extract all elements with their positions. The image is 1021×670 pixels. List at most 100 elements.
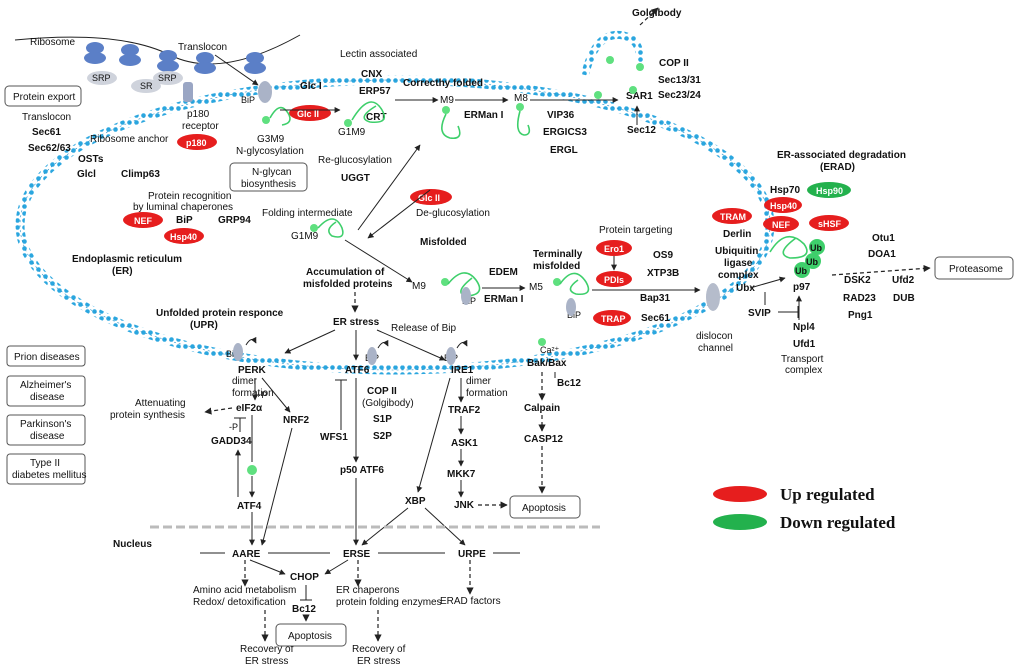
trap-oval: [593, 310, 631, 326]
regulation-ovals: p180 Glc II Glc II NEF Hsp40 Ero1 PDIs T…: [123, 105, 851, 326]
folding-enzymes-label: protein folding enzymes: [336, 597, 442, 608]
cnx-label: CNX: [361, 69, 382, 80]
bc12-bottom-label: Bc12: [292, 604, 316, 615]
legend-down-swatch: [713, 514, 767, 530]
perk-label: PERK: [238, 365, 267, 376]
derlin-label: Derlin: [723, 229, 751, 240]
s1p-label: S1P: [373, 414, 392, 425]
hsp90-oval: [807, 182, 851, 198]
protein-recognition-label-1: Protein recognition: [148, 191, 231, 202]
ribosome-anchor-label: Ribosome anchor: [90, 134, 169, 145]
n-glycan-box: [229, 162, 308, 192]
cop-ii-top-label: COP II: [659, 58, 689, 69]
rad23-label: RAD23: [843, 293, 876, 304]
tram-label: TRAM: [720, 212, 746, 222]
shsf-oval: [809, 215, 849, 231]
perk-dot: [247, 465, 257, 475]
m5-label: M5: [529, 282, 543, 293]
redox-label: Redox/ detoxification: [193, 597, 286, 608]
ubx-arrow: [749, 276, 786, 289]
stress-to-ire1-arrow: [376, 329, 446, 361]
translocon-label: Translocon: [22, 112, 71, 123]
calpain-label: Calpain: [524, 403, 560, 414]
sar1-label: SAR1: [626, 91, 653, 102]
urpe-label: URPE: [458, 549, 486, 560]
accumulation-label-1: Accumulation of: [306, 267, 385, 278]
stress-to-perk-arrow: [284, 329, 336, 354]
ubx-label: Ubx: [736, 283, 755, 294]
protein-icon-erad: [769, 235, 808, 259]
sr-oval: [131, 79, 161, 93]
diabetes-label-1: Type II: [30, 458, 60, 469]
legend-up-label: Up regulated: [780, 485, 875, 504]
chop-label: CHOP: [290, 572, 319, 583]
apoptosis-right-box: [509, 495, 581, 519]
s2p-label: S2P: [373, 431, 392, 442]
climp63-label: Climp63: [121, 169, 160, 180]
glci-label: Glcl: [77, 169, 96, 180]
hsp40-left-oval: [164, 228, 204, 244]
reglucosylation-arrow: [357, 144, 421, 231]
edem-label: EDEM: [489, 267, 518, 278]
bip-release-atf6: [377, 339, 389, 349]
alzheimers-label-2: disease: [30, 392, 65, 403]
er-stress-label: ER stress: [333, 317, 380, 328]
protein-icon-g3m9: [269, 106, 291, 126]
ubiquitin-label-1: Ubiquitin: [715, 246, 758, 257]
formation-label-1: formation: [232, 388, 274, 399]
nrf2-label: NRF2: [283, 415, 310, 426]
terminally-misfolded-label-1: Terminally: [533, 249, 583, 260]
sec2324-label: Sec23/24: [658, 90, 701, 101]
glc-ii-top-oval: [289, 105, 331, 121]
sec61-complex-label: Sec61: [641, 313, 670, 324]
apoptosis-bottom-label: Apoptosis: [288, 631, 332, 642]
nef-right-label: NEF: [772, 220, 791, 230]
ergic53-label: ERGICS3: [543, 127, 587, 138]
perk-to-nrf2-arrow: [261, 377, 291, 413]
m8-label: M8: [514, 93, 528, 104]
dimer-label-1: dimer: [232, 376, 258, 387]
dimer-label-2: dimer: [466, 376, 492, 387]
osts-label: OSTs: [78, 154, 104, 165]
protein-icon-terminal: [559, 272, 590, 296]
recovery-1-label-b: ER stress: [245, 656, 288, 667]
aare-to-chop-arrow: [249, 559, 286, 575]
hsp40-left-label: Hsp40: [170, 232, 197, 242]
dsk2-label: DSK2: [844, 275, 871, 286]
protein-export-label: Protein export: [13, 92, 75, 103]
glycan-dot-copii: [606, 56, 614, 64]
deglucosylation-arrow: [367, 189, 431, 239]
glycan-dot-m8: [516, 103, 524, 111]
erp57-label: ERP57: [359, 86, 391, 97]
transport-label-1: Transport: [781, 354, 824, 365]
srp-oval-2: [153, 71, 183, 85]
plus-p-label: +P: [256, 390, 267, 400]
translocon-channel-icon: [183, 82, 193, 102]
bip-perk-icon: [233, 343, 243, 361]
alzheimers-box: [6, 375, 86, 407]
ufd2-label: Ufd2: [892, 275, 915, 286]
mkk7-label: MKK7: [447, 469, 476, 480]
bak-bax-label: Bak/Bax: [527, 358, 567, 369]
srp-label-1: SRP: [92, 73, 111, 83]
upr-label-1: Unfolded protein responce: [156, 308, 284, 319]
parkinsons-box: [6, 414, 86, 446]
doa1-label: DOA1: [868, 249, 896, 260]
to-misfolded-arrow: [344, 239, 413, 283]
ubiquitin-chain: Ub Ub Ub: [794, 239, 825, 278]
sec61-label: Sec61: [32, 127, 61, 138]
bip-release-ire1: [456, 339, 468, 349]
erman-mid-label: ERMan I: [484, 294, 524, 305]
er-label-1: Endoplasmic reticulum: [72, 254, 182, 265]
uggt-label: UGGT: [341, 173, 370, 184]
protein-icon-intermediate: [317, 218, 344, 238]
erman-top-label: ERMan I: [464, 110, 504, 121]
ubiquitin-label-2: ligase: [724, 258, 753, 269]
ubiquitin-label-3: complex: [718, 270, 759, 281]
gadd34-label: GADD34: [211, 436, 252, 447]
hsp90-label: Hsp90: [816, 186, 843, 196]
srp-oval-1: [87, 71, 117, 85]
glycan-dot-intermediate: [310, 224, 318, 232]
wfs1-label: WFS1: [320, 432, 348, 443]
